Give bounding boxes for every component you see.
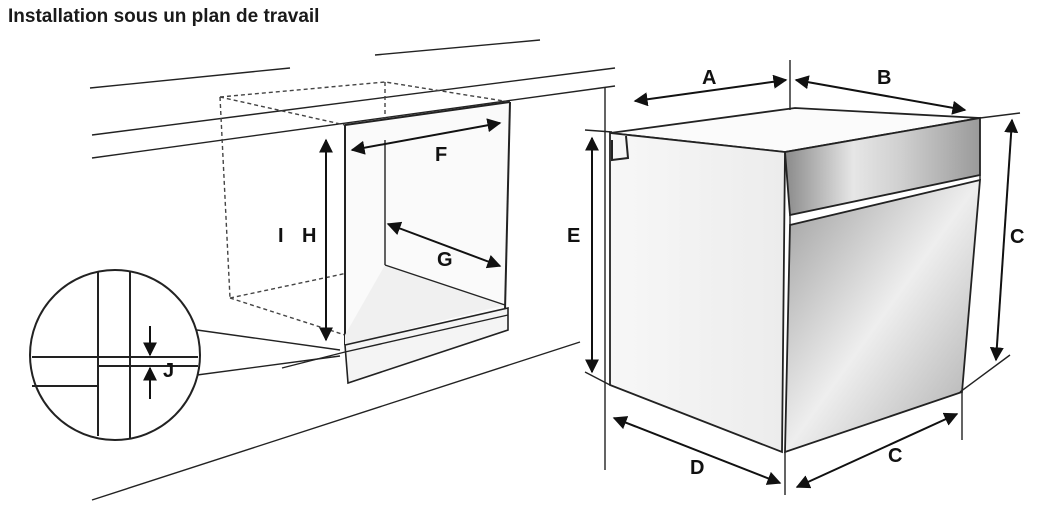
cabinet-dimensions [319, 118, 502, 342]
label-E: E [567, 225, 580, 247]
label-A: A [702, 67, 716, 89]
label-D: D [690, 457, 704, 479]
oven-dimensions [585, 74, 1019, 489]
label-H: H [302, 225, 316, 247]
page-title: Installation sous un plan de travail [8, 6, 320, 27]
label-F: F [435, 144, 447, 166]
detail-magnifier [29, 269, 341, 441]
label-J: J [163, 360, 174, 382]
label-C-height: C [1010, 226, 1024, 248]
cabinet-niche [219, 81, 511, 385]
label-C-width: C [888, 445, 902, 467]
label-B: B [877, 67, 891, 89]
oven [609, 107, 982, 454]
label-G: G [437, 249, 453, 271]
label-I: I [278, 225, 284, 247]
